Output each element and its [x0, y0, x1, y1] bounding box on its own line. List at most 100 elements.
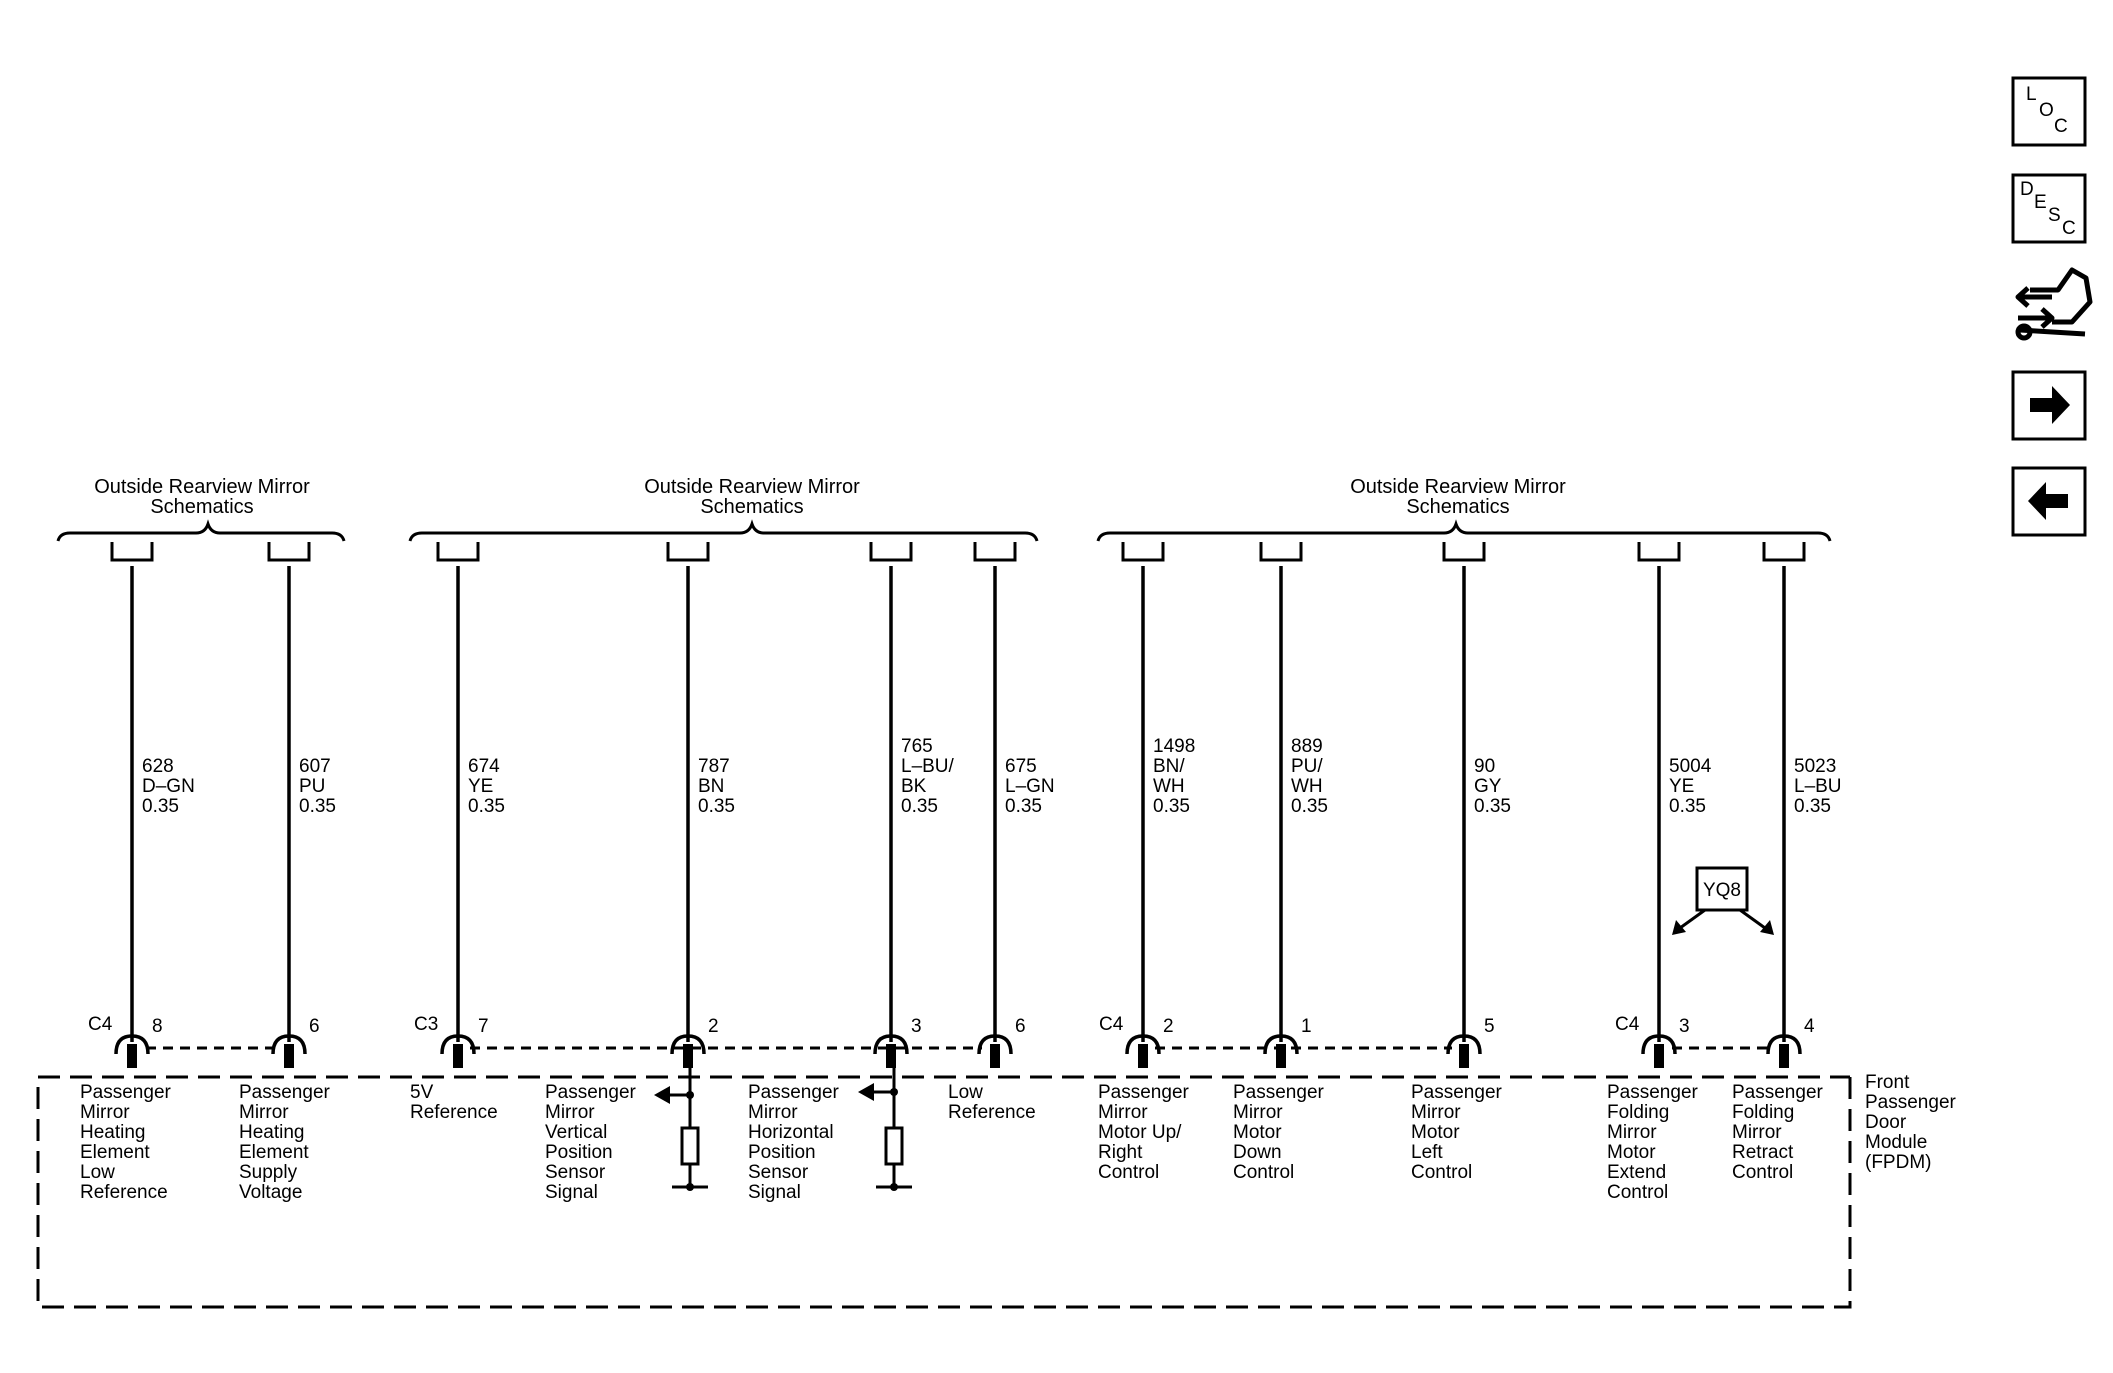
wire-size: 0.35 — [901, 796, 938, 817]
pin-stub — [683, 1044, 693, 1068]
wire-color-2: WH — [1291, 776, 1323, 797]
header-sub-label-1: Schematics — [150, 496, 253, 518]
wire-top-terminal — [1637, 542, 1681, 562]
pin-function-label: Low — [80, 1162, 115, 1183]
pin-stub — [284, 1044, 294, 1068]
pin-function-label: Vertical — [545, 1122, 607, 1143]
pin-function-label: Control — [1732, 1162, 1793, 1183]
pin-function-label: Passenger — [239, 1082, 331, 1103]
wire-top-terminal — [1121, 542, 1165, 562]
svg-text:S: S — [2048, 205, 2061, 226]
wire-color: PU/ — [1291, 756, 1323, 777]
pin-function-label: Horizontal — [748, 1122, 834, 1143]
wire-circuit-number: 674 — [468, 756, 500, 777]
pin-function-label: Control — [1607, 1182, 1668, 1203]
pin-function-label: Reference — [948, 1102, 1036, 1123]
pin-function-label: Folding — [1732, 1102, 1794, 1123]
pin-number: 1 — [1301, 1016, 1312, 1037]
wire-size: 0.35 — [468, 796, 505, 817]
module-label-4: Module — [1865, 1132, 1927, 1153]
pin-function-label: Motor — [1233, 1122, 1282, 1143]
wire-circuit-number: 5023 — [1794, 756, 1836, 777]
pin-function-label: Folding — [1607, 1102, 1669, 1123]
next-button[interactable] — [2011, 370, 2087, 441]
wire-top-terminal — [267, 542, 311, 562]
wire-top-terminal — [666, 542, 710, 562]
svg-text:D: D — [2020, 179, 2034, 200]
pin-terminal — [440, 1034, 476, 1055]
wire-size: 0.35 — [1669, 796, 1706, 817]
pin-function-label: Motor Up/ — [1098, 1122, 1182, 1143]
pin-function-label: Voltage — [239, 1182, 302, 1203]
pin-function-label: Mirror — [1233, 1102, 1283, 1123]
module-label-3: Door — [1865, 1112, 1907, 1133]
wire-top-terminal — [436, 542, 480, 562]
wire-circuit-number: 628 — [142, 756, 174, 777]
wire-color-2: BK — [901, 776, 927, 797]
pin-function-label: Position — [545, 1142, 613, 1163]
wire-top-terminal — [110, 542, 154, 562]
pin-function-label: Sensor — [748, 1162, 809, 1183]
wire-size: 0.35 — [1153, 796, 1190, 817]
arrow-left-icon — [2028, 482, 2068, 520]
pin-stub — [127, 1044, 137, 1068]
wire-size: 0.35 — [1474, 796, 1511, 817]
pin-number: 6 — [309, 1016, 320, 1037]
pin-terminal — [670, 1034, 706, 1055]
pin-number: 2 — [708, 1016, 719, 1037]
pin-function-label: Element — [239, 1142, 309, 1163]
pin-function-label: Right — [1098, 1142, 1143, 1163]
pin-terminal — [1641, 1034, 1677, 1055]
pin-stub — [886, 1044, 896, 1068]
connector-repair-button[interactable] — [2015, 267, 2093, 341]
wire-top-terminal — [1762, 542, 1806, 562]
pin-function-label: Signal — [545, 1182, 598, 1203]
pin-function-label: Heating — [80, 1122, 146, 1143]
wires: 628D–GN0.358C4PassengerMirrorHeatingElem… — [80, 542, 1842, 1203]
pin-function-label: Signal — [748, 1182, 801, 1203]
wire-circuit-number: 675 — [1005, 756, 1037, 777]
pin-function-label: Passenger — [1233, 1082, 1325, 1103]
pin-function-label: Extend — [1607, 1162, 1666, 1183]
wire-size: 0.35 — [299, 796, 336, 817]
connector-id: C4 — [1615, 1014, 1640, 1035]
svg-text:C: C — [2054, 116, 2068, 137]
connector-id: C4 — [1099, 1014, 1124, 1035]
wire-color: YE — [1669, 776, 1694, 797]
svg-text:O: O — [2039, 100, 2054, 121]
pin-terminal — [1263, 1034, 1299, 1055]
horizontal-sensor-ground-node — [890, 1183, 898, 1191]
header-sub-label-2: Schematics — [700, 496, 803, 518]
wire-color: D–GN — [142, 776, 195, 797]
pin-terminal — [1766, 1034, 1802, 1055]
wire-color: BN — [698, 776, 724, 797]
pin-function-label: Mirror — [80, 1102, 130, 1123]
pin-function-label: Reference — [410, 1102, 498, 1123]
desc-button[interactable]: D E S C — [2011, 173, 2087, 244]
option-code-arrows — [1679, 908, 1766, 930]
loc-button[interactable]: L O C — [2011, 76, 2087, 147]
pin-function-label: Retract — [1732, 1142, 1794, 1163]
svg-text:C: C — [2062, 218, 2076, 239]
wire-circuit-number: 787 — [698, 756, 730, 777]
wire-circuit-number: 765 — [901, 736, 933, 757]
pin-function-label: Down — [1233, 1142, 1282, 1163]
wire-color: YE — [468, 776, 493, 797]
wire-color: L–GN — [1005, 776, 1055, 797]
pin-function-label: Passenger — [1411, 1082, 1503, 1103]
wire-color: L–BU/ — [901, 756, 955, 777]
wire-size: 0.35 — [1005, 796, 1042, 817]
pin-number: 4 — [1804, 1016, 1815, 1037]
vertical-sensor-arrow-icon — [654, 1086, 670, 1104]
pin-function-label: Motor — [1411, 1122, 1460, 1143]
previous-button[interactable] — [2011, 466, 2087, 537]
header-bracket-1 — [56, 519, 346, 542]
header-sub-label-3: Schematics — [1406, 496, 1509, 518]
header-label-1: Outside Rearview Mirror — [94, 476, 310, 498]
pin-function-label: Control — [1411, 1162, 1472, 1183]
svg-text:E: E — [2034, 192, 2047, 213]
pin-function-label: Heating — [239, 1122, 305, 1143]
option-arrow-right-icon — [1760, 920, 1774, 935]
pin-function-label: Supply — [239, 1162, 298, 1183]
